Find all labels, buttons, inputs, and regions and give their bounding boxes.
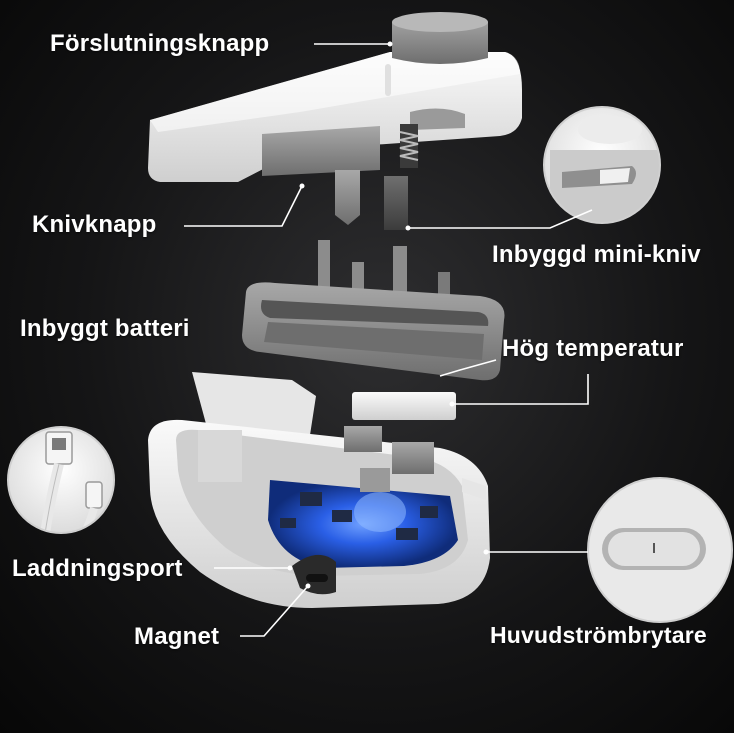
leader-magnet (240, 585, 309, 637)
closing-button (392, 12, 488, 64)
label-closing-button: Förslutningsknapp (50, 30, 270, 57)
label-builtin-mini-knife: Inbyggd mini-kniv (492, 241, 701, 268)
label-charging-port: Laddningsport (12, 555, 183, 582)
label-builtin-battery: Inbyggt batteri (20, 315, 190, 342)
leader-mini-knife (408, 209, 593, 229)
leader-knife-button (184, 185, 303, 227)
leader-dots (287, 41, 489, 589)
knife-slot-icon (543, 106, 661, 224)
leader-high-temperature (452, 374, 589, 405)
label-magnet: Magnet (134, 623, 220, 650)
leader-battery (439, 359, 497, 377)
label-knife-button: Knivknapp (32, 211, 157, 238)
bottom-base (148, 372, 490, 608)
power-switch-icon (587, 477, 733, 623)
knife-button (335, 170, 408, 230)
leader-lines (184, 43, 593, 637)
charging-port (292, 554, 336, 595)
top-lid (148, 52, 522, 182)
label-main-power-switch: Huvudströmbrytare (490, 622, 707, 648)
label-high-temperature: Hög temperatur (502, 335, 684, 362)
heating-element (242, 240, 505, 381)
usb-cable-icon (7, 426, 115, 534)
